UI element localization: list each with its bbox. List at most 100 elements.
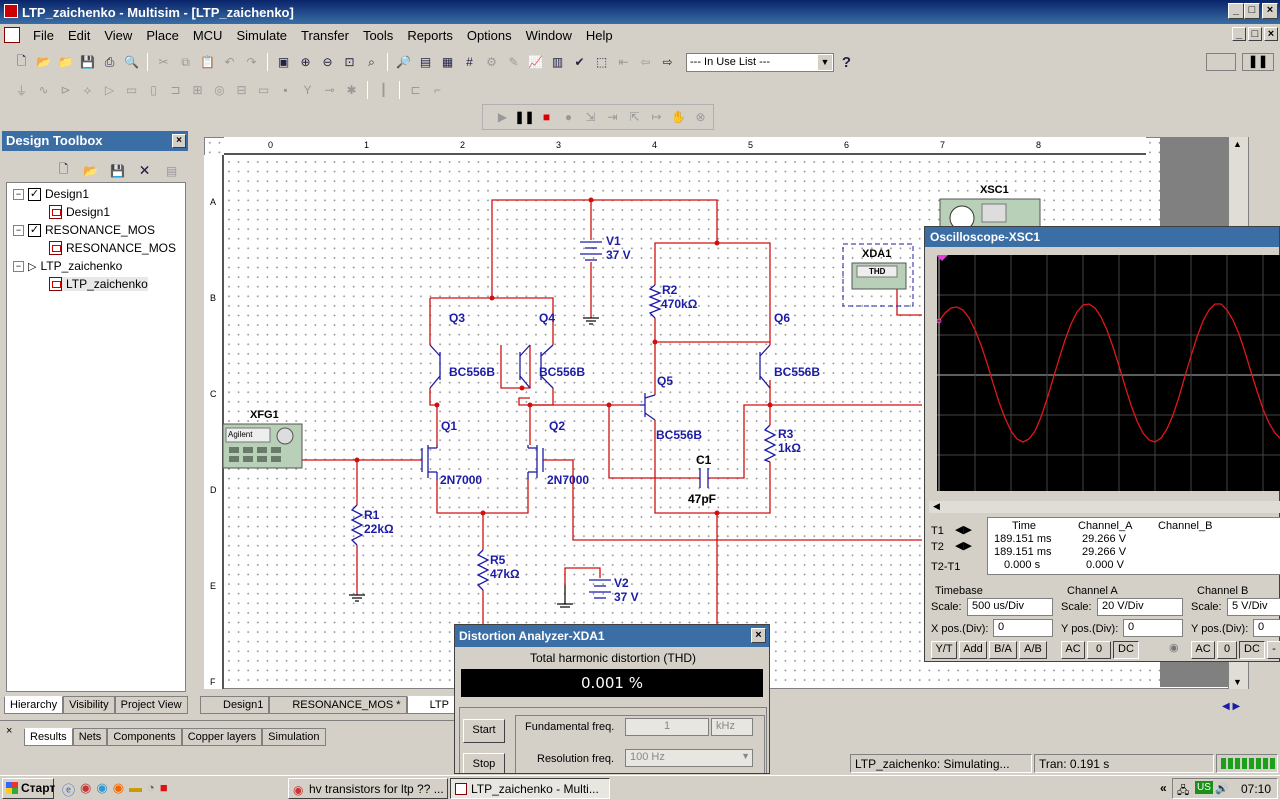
database-icon[interactable]: ⚙ <box>486 55 497 69</box>
yt-button[interactable]: Y/T <box>931 641 957 659</box>
zoom-fit-icon[interactable]: ⌕ <box>368 54 375 69</box>
q6-name[interactable]: Q6 <box>774 311 791 325</box>
bus-icon[interactable]: ┃ <box>379 83 388 97</box>
new-design-icon[interactable]: 🗋 <box>58 162 69 176</box>
menu-view[interactable]: View <box>104 27 133 43</box>
toolbox-toggle-icon[interactable]: ▦ <box>441 55 454 69</box>
clock[interactable]: 07:10 <box>1241 782 1272 796</box>
close-button[interactable]: × <box>1262 3 1278 19</box>
v2-name[interactable]: V2 <box>614 576 629 590</box>
close-icon[interactable]: × <box>751 628 766 643</box>
start-button[interactable]: Старт <box>2 778 55 799</box>
taskbar-item-multisim[interactable]: LTP_zaichenko - Multi... <box>450 778 610 799</box>
close-design-icon[interactable]: 🗙 <box>139 162 150 176</box>
chrome-icon[interactable]: ◉ <box>96 780 108 795</box>
resolution-freq-select[interactable]: 100 Hz ▼ <box>625 749 753 767</box>
cut-icon[interactable]: ✂ <box>158 55 169 69</box>
help-button[interactable]: ? <box>841 53 852 71</box>
step-over-icon[interactable]: ⇥ <box>607 110 618 124</box>
osc-scrollbar[interactable]: ◀ <box>929 501 1280 513</box>
advanced-peripherals-icon[interactable]: ▪ <box>283 83 288 97</box>
fundamental-freq-field[interactable]: 1 <box>625 718 709 736</box>
r5-value[interactable]: 47kΩ <box>490 567 520 581</box>
postprocessor-icon[interactable]: ▥ <box>551 55 564 69</box>
zoom-out-icon[interactable]: ⊖ <box>322 55 333 69</box>
v1-value[interactable]: 37 V <box>606 248 631 262</box>
tab-copper-layers[interactable]: Copper layers <box>181 728 263 746</box>
q3-name[interactable]: Q3 <box>449 311 466 325</box>
volume-icon[interactable]: 🔊 <box>1215 783 1229 795</box>
analog-icon[interactable]: ▷ <box>104 83 115 97</box>
x-pos-field[interactable]: 0 <box>993 619 1053 637</box>
mcu-icon[interactable]: ✱ <box>346 83 357 97</box>
power-icon[interactable]: ⊟ <box>236 83 247 97</box>
tree-item-design1-sheet[interactable]: Design1 <box>49 205 110 219</box>
sheet-tab-ltp[interactable]: LTP <box>406 696 455 714</box>
r2-value[interactable]: 470kΩ <box>661 297 698 311</box>
run-icon[interactable]: ▶ <box>497 110 508 124</box>
electromechanical-icon[interactable]: ⊸ <box>324 83 335 97</box>
t1-arrows[interactable]: ◀▶ <box>955 524 972 536</box>
paste-icon[interactable]: 📋 <box>200 55 215 69</box>
menu-mcu[interactable]: MCU <box>192 27 223 43</box>
menu-options[interactable]: Options <box>466 27 512 43</box>
channel-b-minus-button[interactable]: - <box>1267 641 1280 659</box>
wire-icon[interactable]: ⌐ <box>433 83 441 97</box>
doc-close-button[interactable]: × <box>1264 27 1278 41</box>
scroll-down-icon[interactable]: ▼ <box>1233 677 1242 687</box>
step-into-icon[interactable]: ⇲ <box>585 110 596 124</box>
breakpoint-icon[interactable]: ● <box>564 110 573 124</box>
fullscreen-icon[interactable]: ▣ <box>277 55 290 69</box>
menu-help[interactable]: Help <box>585 27 613 43</box>
a-over-b-button[interactable]: A/B <box>1019 641 1047 659</box>
q5-name[interactable]: Q5 <box>657 374 674 388</box>
in-use-list-select[interactable]: --- In Use List --- ▼ <box>686 52 834 72</box>
t2-arrows[interactable]: ◀▶ <box>955 540 972 552</box>
xfg1-label[interactable]: XFG1 <box>250 409 279 421</box>
tab-nets[interactable]: Nets <box>72 728 108 746</box>
misc-icon[interactable]: ▭ <box>257 83 270 97</box>
firefox-icon[interactable]: ◉ <box>112 780 125 795</box>
run-to-cursor-icon[interactable]: ↦ <box>651 110 662 124</box>
stop-button[interactable]: Stop <box>463 753 505 773</box>
goto-parent-icon[interactable]: ⇤ <box>618 55 629 69</box>
doc-minimize-button[interactable]: _ <box>1232 27 1246 41</box>
pause-icon[interactable]: ❚❚ <box>514 110 535 124</box>
q4-name[interactable]: Q4 <box>539 311 556 325</box>
start-button[interactable]: Start <box>463 719 505 743</box>
collapse-icon[interactable]: − <box>13 224 24 236</box>
channel-b-ac-button[interactable]: AC <box>1191 641 1215 659</box>
multisim-icon[interactable]: ■ <box>159 780 168 795</box>
diode-icon[interactable]: ⊳ <box>60 83 71 97</box>
maximize-button[interactable]: □ <box>1244 3 1260 19</box>
checkbox-checked-icon[interactable]: ✓ <box>28 223 41 237</box>
collapse-icon[interactable]: − <box>13 188 24 200</box>
xsc1-label[interactable]: XSC1 <box>980 184 1009 196</box>
spreadsheet-icon[interactable]: ▤ <box>419 55 432 69</box>
q1-part[interactable]: 2N7000 <box>440 473 483 487</box>
open-design-icon[interactable]: 📂 <box>83 163 98 178</box>
indicator-icon[interactable]: ◎ <box>214 83 225 97</box>
remove-design-icon[interactable]: ▤ <box>165 163 178 178</box>
tree-item-design1[interactable]: − ✓ Design1 <box>13 187 89 201</box>
instrument-panel-icon[interactable] <box>1206 53 1236 71</box>
tab-scroll-arrows[interactable]: ◀ ▶ <box>1222 701 1241 712</box>
tab-simulation[interactable]: Simulation <box>262 728 326 746</box>
tab-project-view[interactable]: Project View <box>114 696 188 714</box>
channel-a-scale-field[interactable]: 20 V/Div <box>1097 598 1183 616</box>
q2-name[interactable]: Q2 <box>549 419 566 433</box>
tab-results[interactable]: Results <box>24 728 73 746</box>
tree-item-ltp[interactable]: − ▷ LTP_zaichenko <box>13 259 122 273</box>
c1-name[interactable]: C1 <box>696 453 712 467</box>
menu-edit[interactable]: Edit <box>67 27 91 43</box>
save-design-icon[interactable]: 💾 <box>110 163 125 178</box>
channel-a-probe-icon[interactable]: ◉ <box>1169 642 1179 654</box>
r3-name[interactable]: R3 <box>778 427 794 441</box>
scroll-left-icon[interactable]: ◀ <box>933 501 940 511</box>
b-over-a-button[interactable]: B/A <box>989 641 1017 659</box>
tree-item-resonance[interactable]: − ✓ RESONANCE_MOS <box>13 223 155 237</box>
erc-icon[interactable]: ✔ <box>574 55 585 69</box>
play-triangle-icon[interactable]: ▷ <box>28 260 37 273</box>
q5-part[interactable]: BC556B <box>656 428 703 442</box>
open-sample-icon[interactable]: 📁 <box>58 55 73 69</box>
